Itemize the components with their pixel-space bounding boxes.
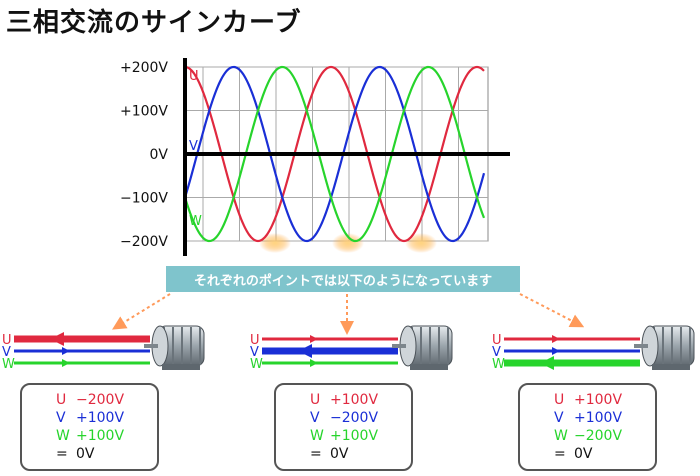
phase-key: = (310, 446, 322, 462)
wire-label-w: W (492, 357, 505, 372)
wire-u (262, 335, 398, 343)
result-box-2: U +100V V −200V W +100V = 0V (274, 383, 413, 471)
wire-w (262, 359, 398, 367)
phase-value: −200V (76, 392, 125, 408)
result-row: = 0V (56, 445, 157, 463)
wire-w (504, 356, 640, 370)
current-arrow-left (298, 344, 312, 358)
phase-key: = (554, 446, 566, 462)
result-row: W +100V (310, 427, 411, 445)
phase-value: +100V (76, 410, 125, 426)
highlight-point (405, 233, 437, 253)
wire-v (14, 347, 150, 355)
y-tick-label: 0V (150, 147, 169, 163)
phase-value: +100V (574, 410, 623, 426)
y-tick-label: −100V (120, 191, 168, 207)
current-arrow-right (310, 359, 318, 367)
wire-label-u: U (250, 333, 260, 348)
phase-key: W (554, 428, 568, 444)
current-arrow-left (540, 356, 554, 370)
series-label-w: W (189, 214, 202, 229)
phase-value: −200V (574, 428, 623, 444)
result-row: U +100V (554, 391, 655, 409)
series-line-u (184, 65, 485, 243)
current-arrow-right (552, 335, 560, 343)
result-row: W +100V (56, 427, 157, 445)
result-box-1: U −200V V +100V W +100V = 0V (20, 383, 159, 471)
motor-icon (144, 325, 205, 370)
phase-key: = (56, 446, 68, 462)
motor-icon (634, 325, 695, 370)
phase-value: 0V (330, 446, 349, 462)
page-title: 三相交流のサインカーブ (6, 8, 302, 38)
current-arrow-right (552, 347, 560, 355)
motor-base (410, 364, 448, 370)
current-arrow-left (50, 332, 64, 346)
phase-value: +100V (330, 428, 379, 444)
current-arrow-right (62, 347, 70, 355)
wire-label-v: V (492, 345, 501, 360)
phase-key: U (554, 392, 565, 408)
phase-value: −200V (330, 410, 379, 426)
phase-value: +100V (330, 392, 379, 408)
phase-value: +100V (76, 428, 125, 444)
wire-v (262, 344, 398, 358)
phase-key: V (554, 410, 564, 426)
motor-icon (392, 325, 453, 370)
series-line-v (183, 65, 486, 243)
phase-key: V (56, 410, 66, 426)
phase-key: U (310, 392, 321, 408)
result-row: V −200V (310, 409, 411, 427)
phase-value: 0V (574, 446, 593, 462)
wire-label-w: W (250, 357, 263, 372)
series-label-v: V (189, 139, 198, 154)
series-label-u: U (189, 69, 199, 84)
wire-u (504, 335, 640, 343)
wire-label-v: V (2, 345, 11, 360)
result-row: V +100V (56, 409, 157, 427)
phase-key: V (310, 410, 320, 426)
result-row: V +100V (554, 409, 655, 427)
y-tick-label: +200V (120, 60, 168, 76)
wire-label-v: V (250, 345, 259, 360)
result-row: = 0V (554, 445, 655, 463)
wire-label-u: U (492, 333, 502, 348)
explanation-banner: それぞれのポイントでは以下のようになっています (166, 266, 520, 292)
highlight-point (259, 233, 291, 253)
result-row: W −200V (554, 427, 655, 445)
wire-u (14, 332, 150, 346)
phase-key: W (56, 428, 70, 444)
series-line-w (183, 65, 486, 243)
wire-w (14, 359, 150, 367)
wire-v (504, 347, 640, 355)
motor-base (162, 364, 200, 370)
phase-value: 0V (76, 446, 95, 462)
pointer-arrow (519, 293, 585, 328)
phase-key: W (310, 428, 324, 444)
y-tick-label: −200V (120, 234, 168, 250)
result-row: U +100V (310, 391, 411, 409)
result-row: = 0V (310, 445, 411, 463)
phase-key: U (56, 392, 67, 408)
wire-label-u: U (2, 333, 12, 348)
phase-value: +100V (574, 392, 623, 408)
pointer-arrow (112, 293, 171, 330)
motor-base (652, 364, 690, 370)
current-arrow-right (310, 335, 318, 343)
result-row: U −200V (56, 391, 157, 409)
current-arrow-right (62, 359, 70, 367)
wire-label-w: W (2, 357, 15, 372)
result-box-3: U +100V V +100V W −200V = 0V (518, 383, 657, 471)
y-tick-label: +100V (120, 104, 168, 120)
highlight-point (332, 233, 364, 253)
